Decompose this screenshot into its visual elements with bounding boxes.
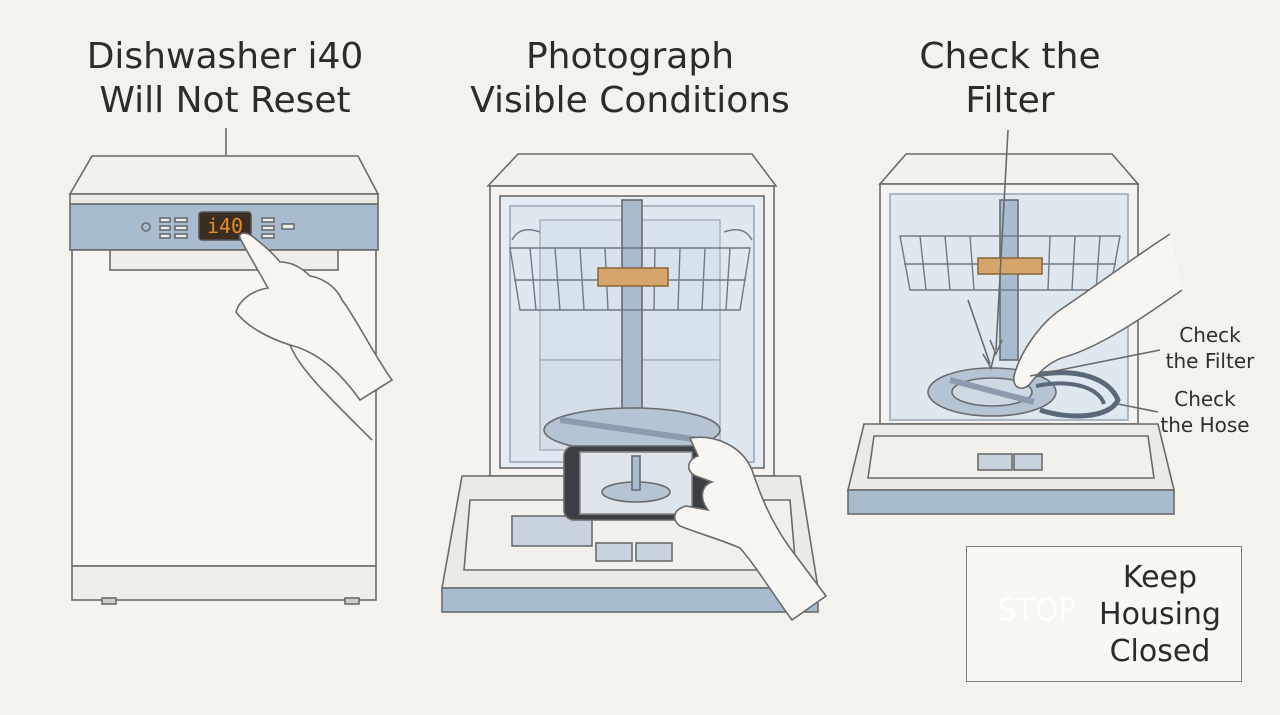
power-icon [141,222,151,232]
warning-message: Keep Housing Closed [1099,560,1221,669]
error-display [198,211,252,241]
warning-box: STOP Keep Housing Closed [966,546,1242,682]
stop-sign-label: STOP [997,593,1077,628]
open-dishwasher [441,153,828,622]
callout-check-hose: Check the Hose [1160,387,1250,437]
hand-pressing-icon [235,232,394,441]
panel-buttons [159,217,295,239]
hose-icon [1029,370,1121,419]
panel-2-title: Photograph Visible Conditions [470,36,790,121]
display-readout: i40 [207,214,243,238]
rack-tag [597,267,669,287]
rack-tag [977,257,1043,275]
hose-callout-line [1117,403,1159,413]
filter-callout-line [1029,349,1161,377]
callout-check-filter: Check the Filter [1165,323,1255,373]
panel-1-title: Dishwasher i40 Will Not Reset [86,36,364,121]
filter-dishwasher [846,129,1183,515]
panel-3-title: Check the Filter [919,36,1101,121]
upper-rack [899,235,1121,291]
filter-arrow [995,129,1009,351]
